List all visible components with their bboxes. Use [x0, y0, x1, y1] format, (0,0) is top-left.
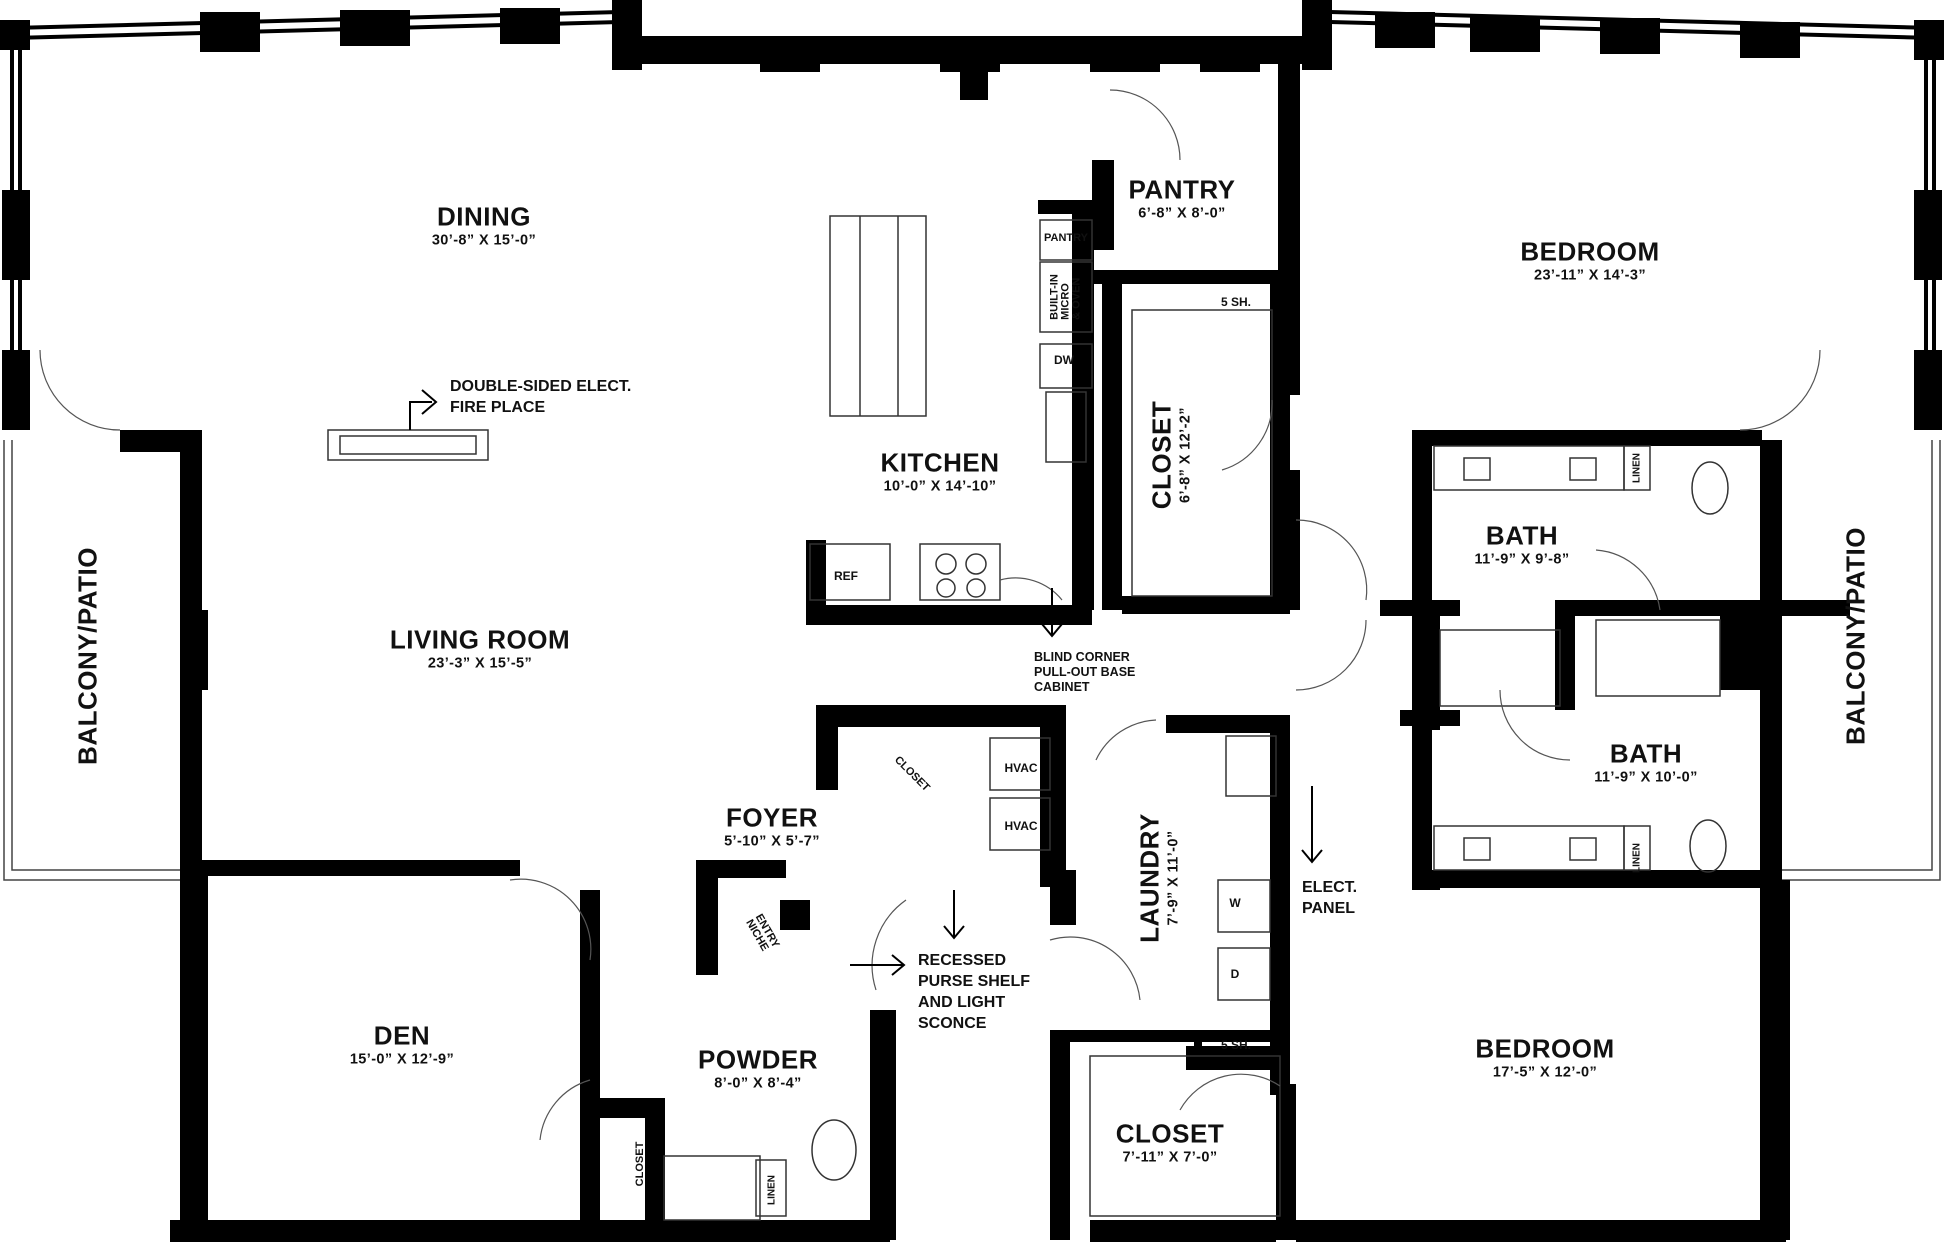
laundry-sink [1225, 735, 1277, 797]
washer-box [1217, 879, 1271, 933]
hvac-arrow [943, 890, 965, 940]
dishwasher [1039, 343, 1093, 389]
purse-shelf-arrow [850, 954, 906, 976]
balconies [3, 440, 1941, 881]
elect-panel-arrow [1301, 786, 1323, 864]
linen-top-box [1623, 445, 1651, 491]
toilet-mid [1689, 819, 1727, 873]
hvac-1-box [989, 737, 1051, 791]
interior-walls [120, 55, 1850, 1242]
callout-arrows [409, 389, 1323, 976]
hvac-2-box [989, 797, 1051, 851]
fireplace [327, 429, 489, 461]
window-blocks [0, 0, 1944, 430]
fireplace-arrow [409, 389, 438, 430]
pantry-cabinet [1039, 219, 1093, 261]
toilet-powder [811, 1119, 857, 1181]
cooktop [919, 543, 1001, 601]
built-in-oven [1039, 261, 1093, 333]
toilet-top [1691, 461, 1729, 515]
shower-left [1439, 629, 1561, 707]
dryer-box [1217, 947, 1271, 1001]
kitchen-sink [1045, 391, 1087, 463]
powder-vanity [663, 1155, 761, 1221]
blind-corner-arrow [1041, 588, 1063, 638]
kitchen-island [829, 215, 927, 417]
shower-right [1595, 619, 1721, 697]
refrigerator [809, 543, 891, 601]
closet-outline-bottom [1089, 1055, 1281, 1217]
linen-mid-box [1623, 825, 1651, 871]
door-swings [39, 89, 1821, 1141]
closet-outline-top [1131, 309, 1273, 597]
linen-powder-box [755, 1159, 787, 1217]
fixtures [327, 215, 1729, 1221]
